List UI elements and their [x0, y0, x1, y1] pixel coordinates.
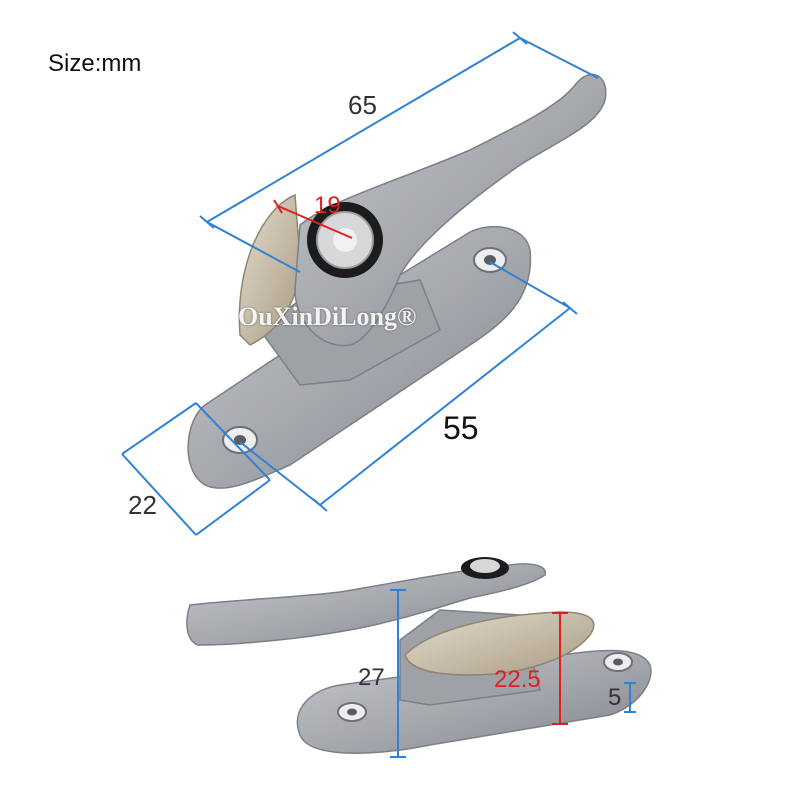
dimension-label-5: 5 — [608, 684, 622, 711]
top-latch — [187, 73, 607, 489]
bottom-cam — [404, 611, 595, 676]
bottom-latch — [186, 557, 652, 754]
dimension-label-22: 22 — [128, 490, 157, 520]
dimension-label-65: 65 — [348, 90, 377, 120]
dimension-lines — [121, 31, 636, 758]
dimension-label-55: 55 — [443, 410, 479, 446]
dimension-label-22-5: 22.5 — [494, 666, 541, 693]
dimension-label-19: 19 — [314, 192, 341, 219]
size-unit-label: Size:mm — [48, 50, 142, 77]
dimension-label-27: 27 — [358, 664, 385, 691]
bottom-base-plate — [296, 649, 652, 754]
top-lever — [294, 73, 607, 347]
dim-line-55 — [319, 307, 571, 506]
dim-line-65 — [206, 37, 521, 223]
dim-line-22 — [121, 402, 197, 455]
bottom-lever — [186, 563, 546, 646]
dimension-lines-red — [273, 199, 568, 725]
top-cam — [238, 193, 301, 346]
brand-watermark: OuXinDiLong® — [238, 302, 417, 331]
dim-line-19 — [277, 205, 353, 239]
